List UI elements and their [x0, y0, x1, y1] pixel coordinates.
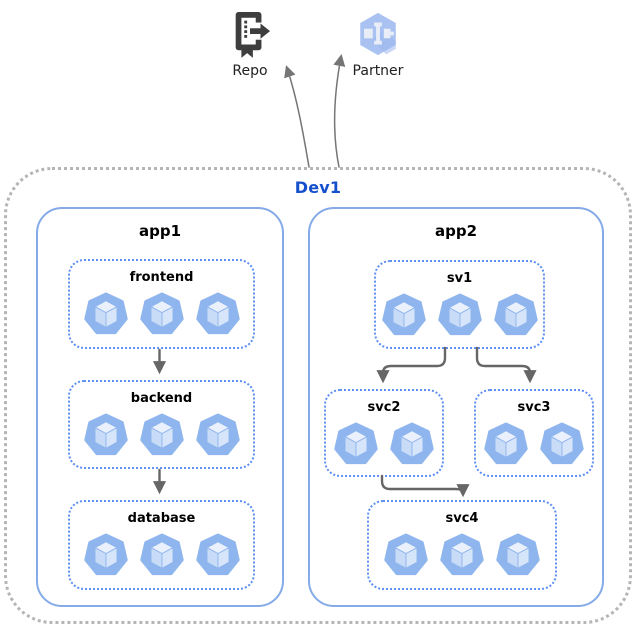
edge-dev1-repo: [284, 65, 310, 168]
service-svc4: svc4: [367, 500, 557, 590]
service-database: database: [68, 500, 255, 590]
pod-icon: [381, 293, 426, 336]
pod-icon: [484, 422, 528, 465]
pod-icon: [334, 422, 378, 465]
backend-pods-row: [70, 413, 253, 457]
pod-icon: [139, 292, 184, 335]
svc2-label: svc2: [367, 400, 401, 415]
pod-icon: [139, 413, 184, 456]
edge-dev1-partner: [333, 54, 346, 168]
svc4-pods-row: [369, 533, 555, 577]
service-frontend: frontend: [68, 259, 255, 349]
cluster-label: Dev1: [294, 178, 342, 197]
frontend-pods-row: [70, 292, 253, 336]
pod-icon: [195, 533, 240, 576]
service-svc2: svc2: [324, 389, 444, 477]
repo-label: Repo: [232, 63, 268, 79]
pod-icon: [83, 413, 128, 456]
app-app1: app1 frontend backend: [36, 207, 284, 607]
service-svc3: svc3: [474, 389, 594, 477]
pod-icon: [139, 533, 184, 576]
frontend-label: frontend: [129, 270, 194, 285]
partner-label: Partner: [352, 63, 404, 79]
sv1-pods-row: [376, 293, 543, 337]
pod-icon: [437, 293, 482, 336]
svc3-label: svc3: [517, 400, 551, 415]
repo-node: Repo: [218, 10, 282, 79]
sv1-label: sv1: [446, 271, 473, 286]
pod-icon: [496, 533, 540, 576]
database-label: database: [127, 511, 196, 526]
database-pods-row: [70, 533, 253, 577]
app1-label: app1: [138, 222, 182, 240]
app-app2: app2 sv1 svc2 svc3: [308, 207, 604, 607]
svc2-pods-row: [326, 422, 442, 466]
source-repository-icon: [235, 12, 271, 58]
service-backend: backend: [68, 380, 255, 469]
pod-icon: [440, 533, 484, 576]
pod-icon: [195, 292, 240, 335]
partner-interconnect-icon: [360, 12, 396, 56]
pod-icon: [493, 293, 538, 336]
svc4-label: svc4: [445, 511, 479, 526]
pod-icon: [195, 413, 240, 456]
pod-icon: [390, 422, 434, 465]
pod-icon: [384, 533, 428, 576]
partner-node: Partner: [346, 10, 410, 79]
app2-label: app2: [434, 222, 478, 240]
svc3-pods-row: [476, 422, 592, 466]
service-sv1: sv1: [374, 260, 545, 349]
pod-icon: [83, 292, 128, 335]
pod-icon: [540, 422, 584, 465]
backend-label: backend: [130, 391, 193, 406]
pod-icon: [83, 533, 128, 576]
